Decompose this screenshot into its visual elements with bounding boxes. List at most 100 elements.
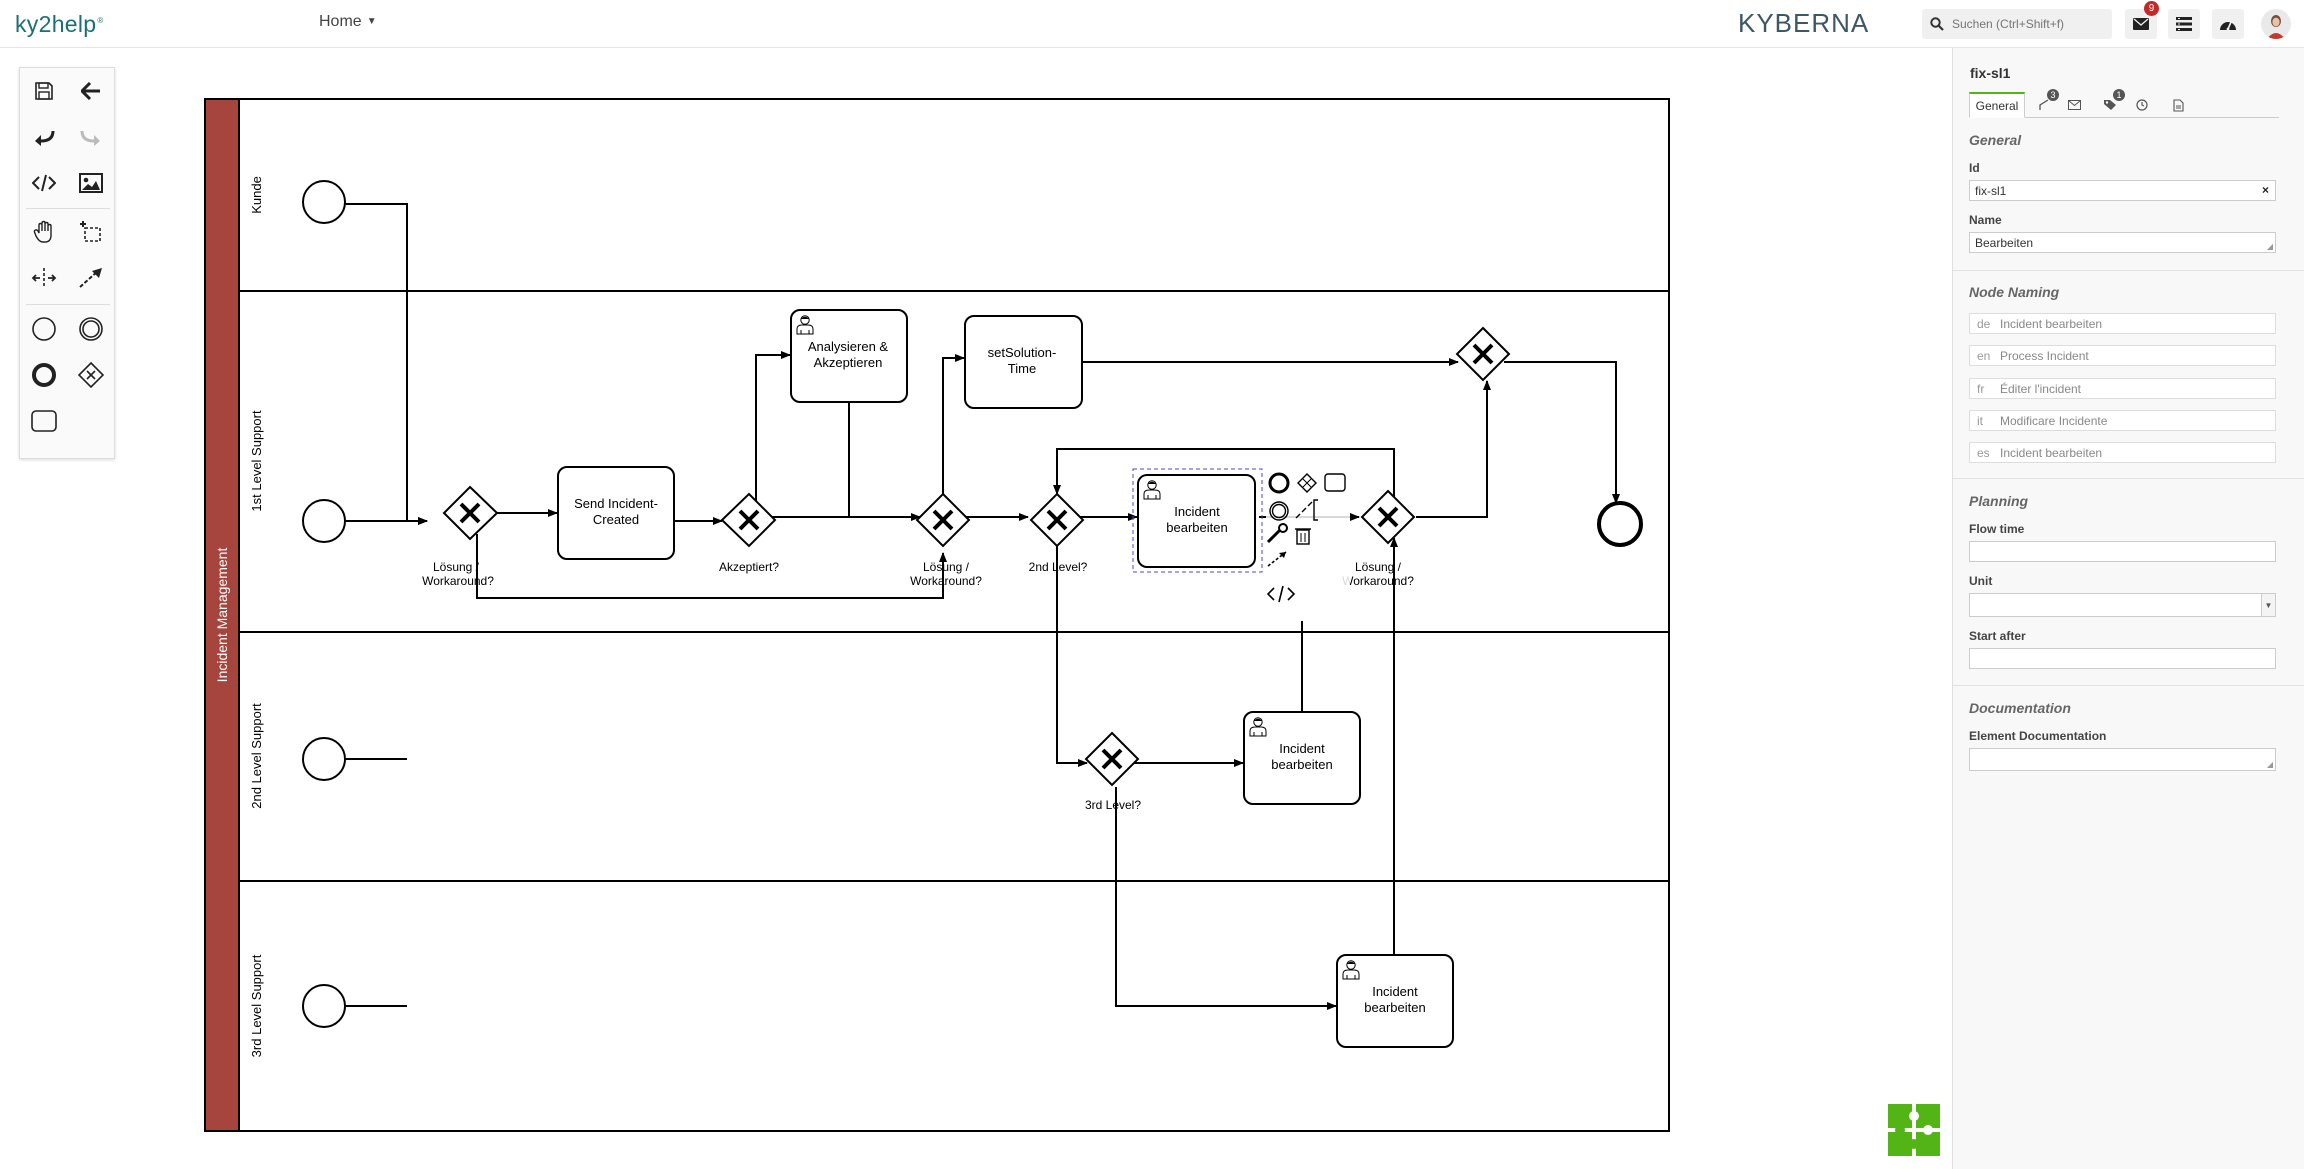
create-intermediate-event[interactable] [73, 311, 109, 347]
task-label: Analysieren &Akzeptieren [808, 339, 889, 370]
tab-timer[interactable] [2129, 92, 2155, 118]
id-value: fix-sl1 [1975, 184, 2007, 198]
palette-separator [26, 304, 110, 305]
user-avatar[interactable] [2261, 9, 2291, 39]
clear-icon[interactable]: × [2261, 183, 2269, 197]
start-event-2nd-level [302, 737, 346, 781]
notifications-button[interactable]: 9 [2125, 1, 2159, 39]
start-after-label: Start after [1969, 629, 2026, 643]
task-send-incident-created[interactable]: Send Incident-Created [557, 466, 675, 560]
tab-mail[interactable] [2061, 92, 2087, 118]
start-event-icon [32, 317, 56, 341]
hand-tool[interactable] [26, 214, 62, 250]
group-documentation-title: Documentation [1969, 700, 2071, 716]
id-field[interactable]: fix-sl1 × [1969, 180, 2276, 201]
context-pad [1266, 472, 1350, 620]
tab-document[interactable] [2165, 92, 2191, 118]
intermediate-event-icon [79, 317, 103, 341]
name-field[interactable]: Bearbeiten ◢ [1969, 232, 2276, 253]
space-tool[interactable] [26, 260, 62, 296]
gateway-g5[interactable]: Lösung /Workaround? [1342, 489, 1416, 588]
element-documentation-field[interactable]: ◢ [1969, 748, 2276, 771]
save-button[interactable] [26, 73, 62, 109]
flow-time-field[interactable] [1969, 541, 2276, 562]
app-logo[interactable]: ky2help® [15, 11, 104, 37]
connect-icon[interactable] [1267, 551, 1287, 567]
gateway-g2[interactable]: Akzeptiert? [719, 492, 779, 574]
append-intermediate-event-icon[interactable] [1269, 501, 1289, 521]
list-icon [2176, 17, 2192, 31]
undo-button[interactable] [26, 119, 62, 155]
back-arrow-icon [81, 82, 100, 100]
redo-button[interactable] [73, 119, 109, 155]
export-image-button[interactable] [73, 165, 109, 201]
trash-icon[interactable] [1295, 528, 1311, 545]
create-start-event[interactable] [26, 311, 62, 347]
append-gateway-icon[interactable] [1297, 473, 1317, 493]
lang-code: en [1977, 348, 1991, 363]
append-task-icon[interactable] [1324, 473, 1346, 492]
start-after-field[interactable] [1969, 648, 2276, 669]
lang-code: es [1977, 445, 1990, 460]
lang-code: fr [1977, 381, 1985, 396]
lane-label: 2nd Level Support [249, 703, 264, 809]
search-box[interactable] [1922, 9, 2112, 39]
tab-badge: 1 [2113, 89, 2125, 101]
properties-tabs: General 3 1 [1969, 89, 2279, 118]
gateway-icon [78, 362, 104, 388]
properties-panel: fix-sl1 General 3 1 General Id fix-sl1 ×… [1952, 48, 2304, 1169]
list-button[interactable] [2168, 9, 2200, 39]
create-end-event[interactable] [26, 357, 62, 393]
global-connect-tool[interactable] [73, 260, 109, 296]
dashboard-button[interactable] [2212, 9, 2244, 39]
name-label: Name [1969, 213, 2002, 227]
lasso-tool[interactable] [73, 214, 109, 250]
lang-value: Incident bearbeiten [2000, 445, 2103, 460]
name-es-field[interactable]: es Incident bearbeiten [1969, 442, 2276, 463]
create-gateway[interactable] [73, 357, 109, 393]
create-task[interactable] [26, 403, 62, 439]
back-button[interactable] [73, 73, 109, 109]
bpmn-canvas[interactable]: Incident Management Kunde 1st Level Supp… [0, 48, 1952, 1169]
xml-code-button[interactable] [26, 165, 62, 201]
code-icon[interactable] [1266, 585, 1296, 603]
space-tool-icon [31, 268, 57, 288]
home-menu[interactable]: Home▼ [319, 13, 377, 31]
append-end-event-icon[interactable] [1268, 472, 1290, 494]
gateway-label: Lösung /Workaround? [1342, 560, 1414, 588]
tab-general[interactable]: General [1969, 92, 2025, 118]
resize-grip-icon[interactable]: ◢ [2266, 242, 2273, 251]
task-set-solution-time[interactable]: setSolution-Time [964, 315, 1083, 409]
plugin-puzzle-button[interactable] [1888, 1104, 1940, 1161]
gateway-g7[interactable]: 3rd Level? [1084, 731, 1141, 812]
tab-flow[interactable]: 3 [2031, 89, 2059, 118]
search-icon [1930, 17, 1944, 31]
gateway-label: 3rd Level? [1085, 798, 1141, 812]
tab-general-label: General [1975, 98, 2019, 113]
lane-3rd-level-support[interactable]: 3rd Level Support [238, 880, 1670, 1132]
user-avatar-image [2261, 9, 2291, 39]
start-events[interactable] [302, 180, 346, 1028]
search-input[interactable] [1950, 16, 2110, 32]
text-annotation-icon[interactable] [1295, 499, 1318, 521]
image-icon [79, 173, 103, 193]
wrench-icon[interactable] [1266, 523, 1288, 544]
gateway-g1[interactable]: Lösung /Workaround? [422, 485, 499, 588]
gateway-g4[interactable]: 2nd Level? [1029, 492, 1088, 574]
tab-tags[interactable]: 1 [2097, 89, 2125, 118]
end-event[interactable] [1597, 501, 1643, 547]
lane-label: Kunde [249, 176, 264, 214]
unit-select[interactable]: ▼ [1969, 593, 2276, 617]
gateway-g3[interactable]: Lösung /Workaround? [910, 492, 982, 588]
task-analysieren-akzeptieren[interactable]: Analysieren &Akzeptieren [790, 309, 908, 403]
group-divider [1953, 270, 2304, 271]
resize-grip-icon[interactable]: ◢ [2266, 760, 2273, 769]
gateway-g6[interactable] [1455, 326, 1511, 382]
